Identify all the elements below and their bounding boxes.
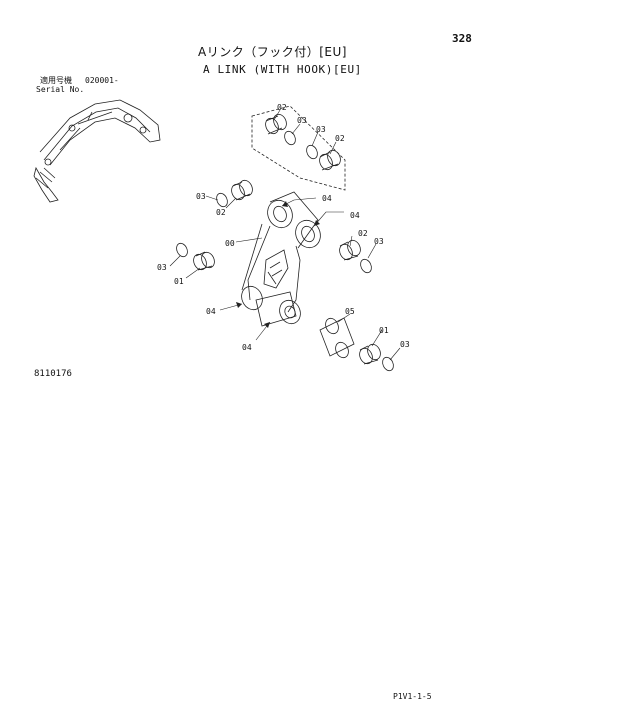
- serial-label-english: Serial No.: [36, 85, 85, 94]
- callout-04: 04: [242, 343, 252, 352]
- footer-code: P1V1-1-5: [393, 692, 432, 701]
- callout-04: 04: [350, 211, 360, 220]
- callout-00: 00: [225, 239, 235, 248]
- callout-02: 02: [358, 229, 368, 238]
- leader-lines: [169, 109, 401, 361]
- callout-03: 03: [374, 237, 384, 246]
- callout-03: 03: [316, 125, 326, 134]
- callout-02: 02: [216, 208, 226, 217]
- callout-labels: 02 03 03 02 03 02 04 04 00 02 03 03 01 0…: [157, 103, 410, 352]
- serial-number-value: 020001-: [85, 76, 119, 85]
- callout-02: 02: [335, 134, 345, 143]
- left-upper-bushing: [216, 179, 253, 208]
- excavator-arm-thumbnail: [33, 99, 161, 203]
- left-middle-bushing: [176, 242, 215, 271]
- callout-01: 01: [379, 326, 389, 335]
- pin-and-lower-bushings: [319, 317, 394, 372]
- serial-label-japanese: 適用号機: [40, 76, 72, 85]
- a-link-body: [241, 191, 321, 327]
- callout-01: 01: [174, 277, 184, 286]
- callout-03: 03: [297, 116, 307, 125]
- callout-03: 03: [157, 263, 167, 272]
- callout-04: 04: [322, 194, 332, 203]
- page-number: 328: [452, 32, 472, 45]
- callout-04: 04: [206, 307, 216, 316]
- title-english: A LINK (WITH HOOK)[EU]: [203, 63, 362, 76]
- right-middle-bushing: [339, 239, 372, 274]
- callout-03: 03: [196, 192, 206, 201]
- figure-number: 8110176: [34, 369, 72, 379]
- upper-bushings: [265, 113, 341, 171]
- callout-02: 02: [277, 103, 287, 112]
- callout-05: 05: [345, 307, 355, 316]
- bushing-group-frame: [251, 105, 346, 191]
- title-japanese: Aリンク（フック付）[EU]: [198, 45, 347, 59]
- callout-03: 03: [400, 340, 410, 349]
